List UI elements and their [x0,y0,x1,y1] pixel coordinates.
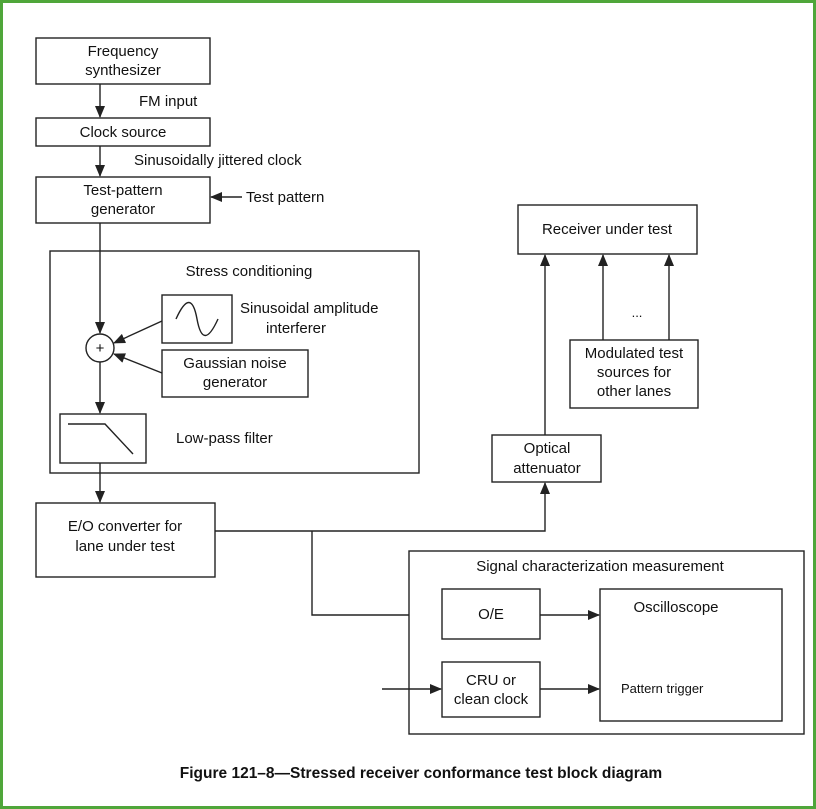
sinusoidal-interferer-line2: interferer [266,320,326,337]
clock-source-label: Clock source [80,124,167,141]
modulated-test-sources-box [569,339,699,409]
frequency-synthesizer-box [35,37,211,85]
cru-clean-clock-box [441,661,541,718]
cru-line2: clean clock [454,691,529,708]
arrow-eo-to-attenuator [215,482,550,532]
frequency-synthesizer-line1: Frequency [88,43,159,60]
fm-input-label: FM input [139,93,198,110]
gaussian-noise-line2: generator [203,374,267,391]
eo-converter-box [35,502,216,578]
optical-attenuator-line2: attenuator [513,460,581,477]
stress-conditioning-title: Stress conditioning [186,263,313,280]
summing-junction-symbol: + [96,340,105,357]
receiver-under-test-label: Receiver under test [542,221,673,238]
pattern-trigger-label: Pattern trigger [621,681,704,696]
cru-line1: CRU or [466,672,516,689]
clock-source-box [35,117,211,147]
modulated-sources-line2: sources for [597,364,671,381]
oscilloscope-box [599,588,783,722]
low-pass-filter-box [59,413,147,464]
arrow-eo-to-oe [311,531,442,620]
sinusoidal-interferer-line1: Sinusoidal amplitude [240,300,378,317]
gaussian-noise-line1: Gaussian noise [183,355,286,372]
oe-box [441,588,541,640]
gaussian-noise-generator-box [161,349,309,398]
test-pattern-generator-line1: Test-pattern [83,182,162,199]
modulated-sources-line3: other lanes [597,383,671,400]
figure-caption: Figure 121–8—Stressed receiver conforman… [180,765,662,782]
sinusoidally-jittered-clock-label: Sinusoidally jittered clock [134,152,302,169]
receiver-under-test-box [517,204,698,255]
ellipsis-label: ... [632,305,643,320]
test-pattern-generator-box [35,176,211,224]
eo-converter-line2: lane under test [75,538,175,555]
test-pattern-label: Test pattern [246,189,324,206]
low-pass-filter-label: Low-pass filter [176,430,273,447]
optical-attenuator-box [491,434,602,483]
arrow-interferer-to-sum [113,320,163,344]
eo-converter-line1: E/O converter for [68,518,182,535]
signal-characterization-title: Signal characterization measurement [476,558,724,575]
oe-label: O/E [478,606,504,623]
modulated-sources-line1: Modulated test [585,345,684,362]
arrow-gaussian-to-sum [113,353,163,374]
sine-wave-icon [175,301,219,337]
oscilloscope-label: Oscilloscope [633,599,718,616]
optical-attenuator-line1: Optical [524,440,571,457]
test-pattern-generator-line2: generator [91,201,155,218]
frequency-synthesizer-line2: synthesizer [85,62,161,79]
low-pass-response-icon [68,423,134,455]
